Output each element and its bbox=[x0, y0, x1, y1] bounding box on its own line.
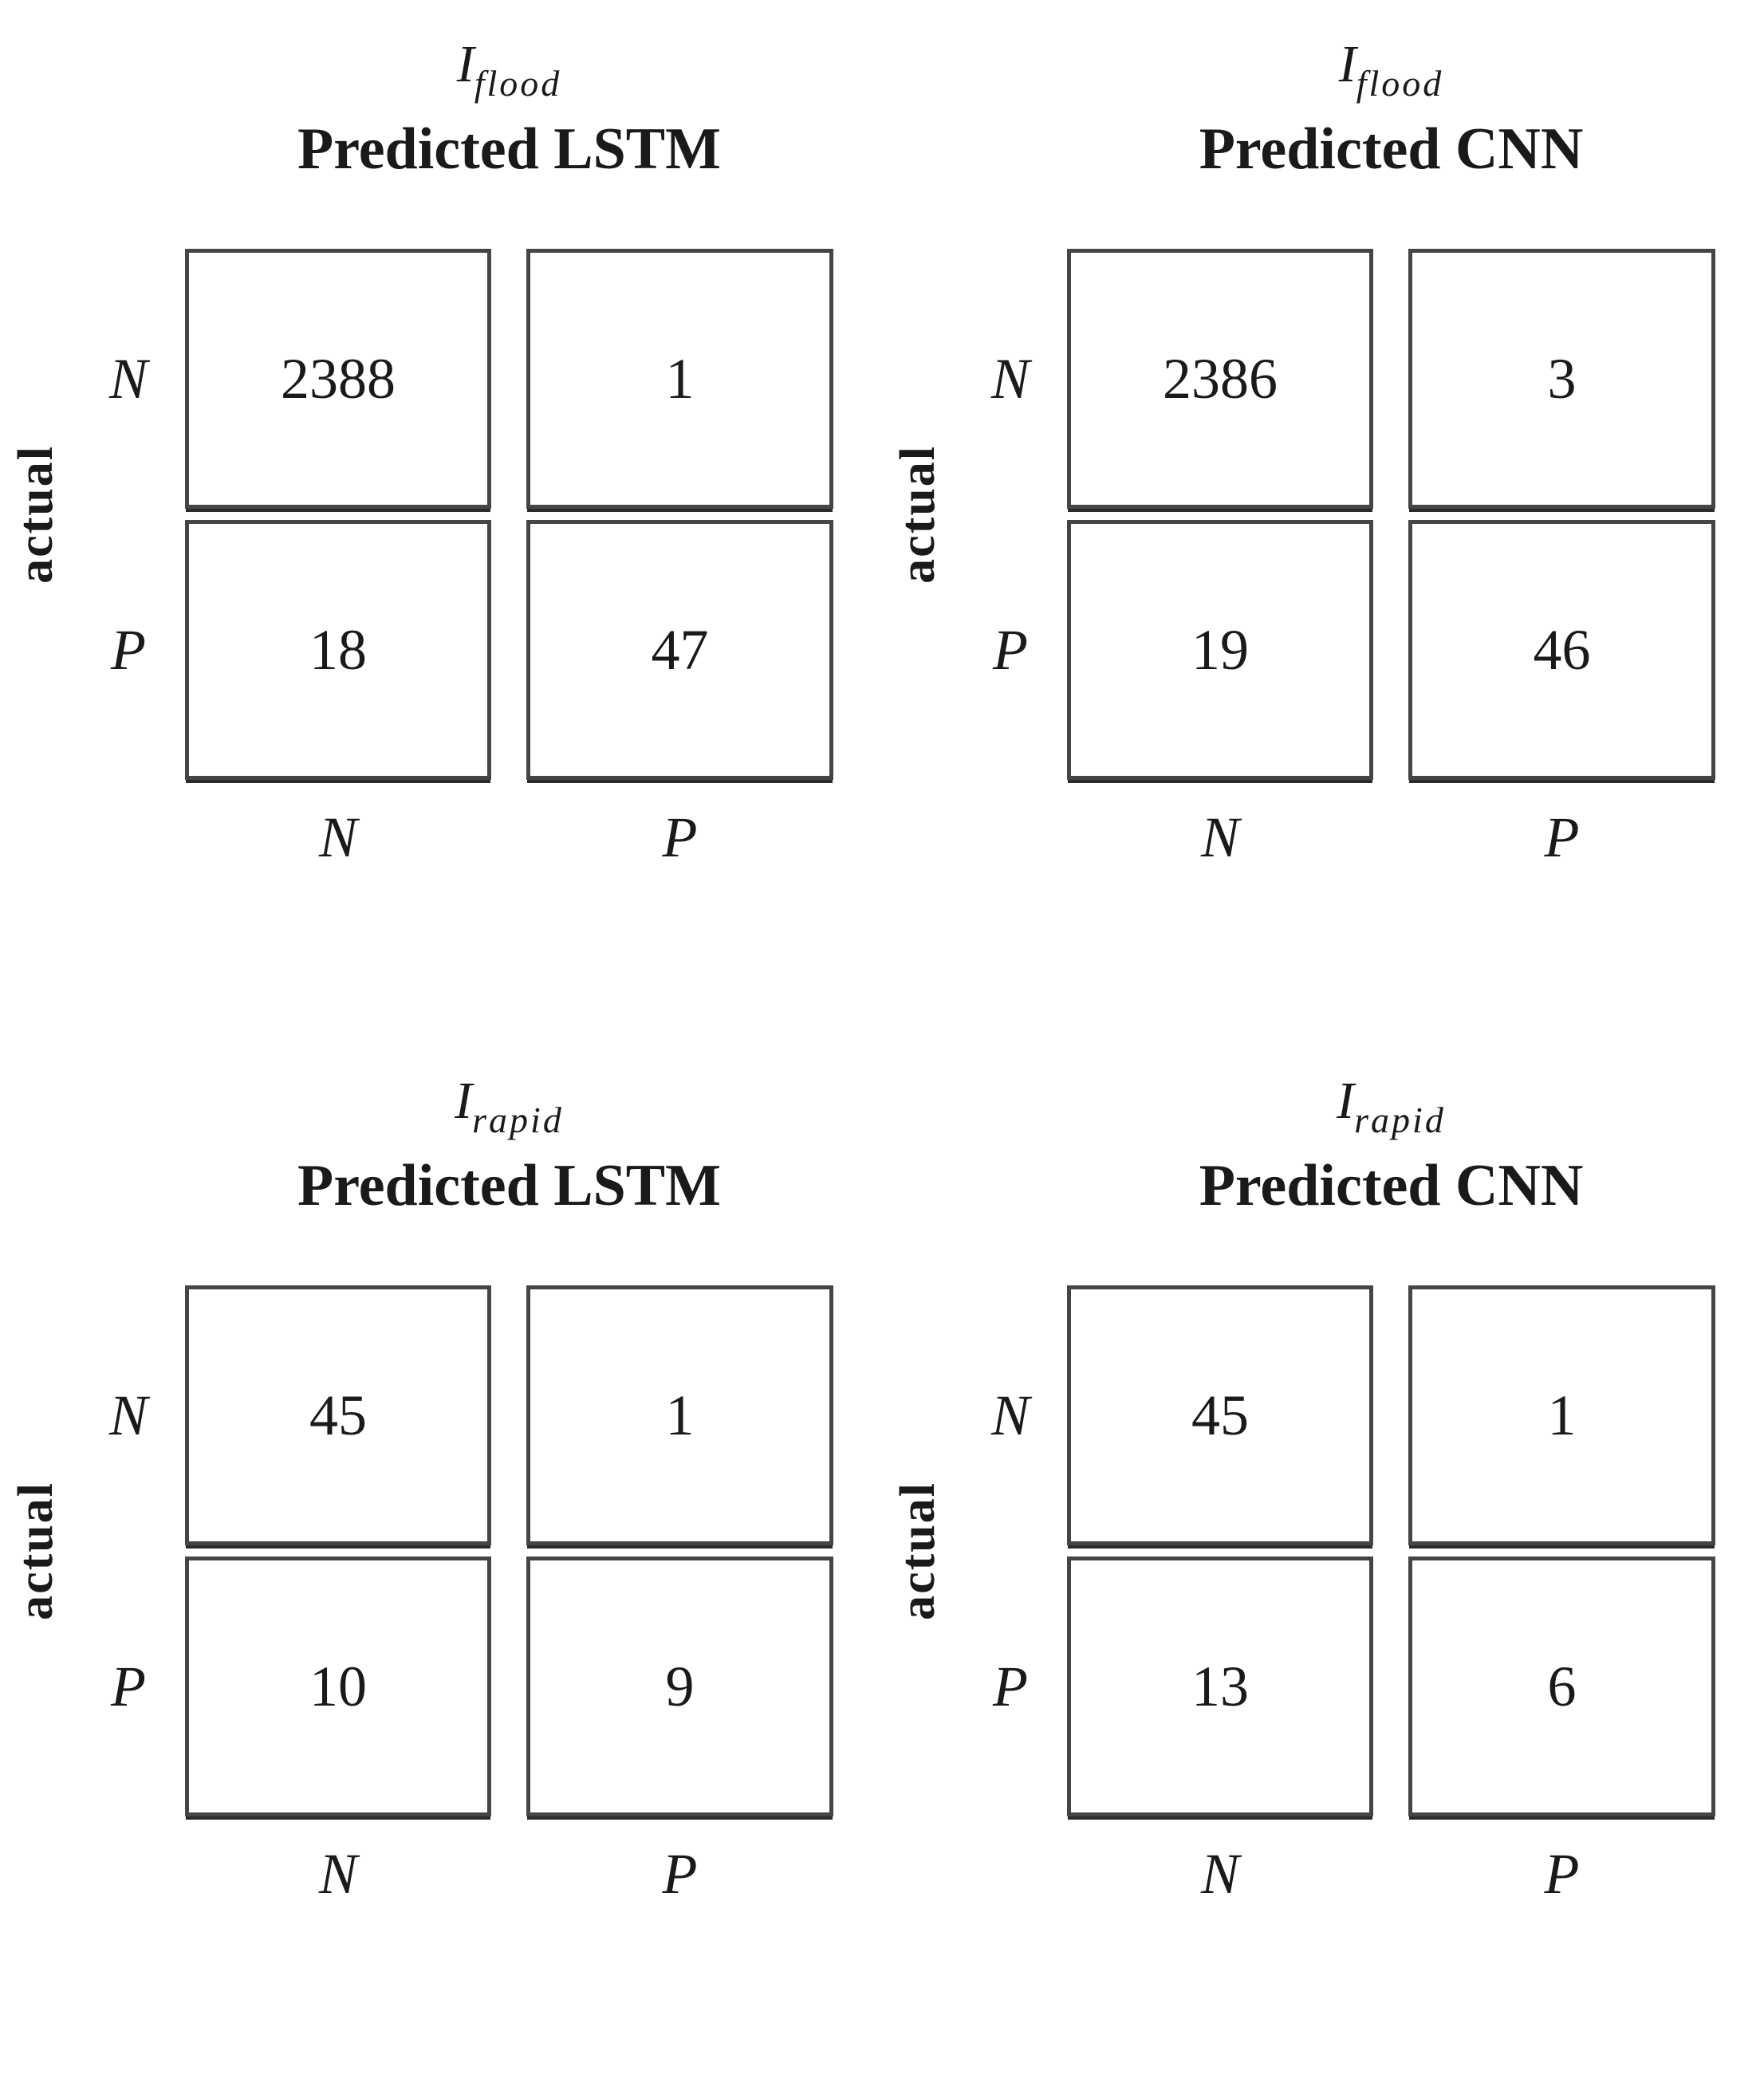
panel-flood-cnn: Iflood Predicted CNN actual N P 2386 3 1… bbox=[882, 0, 1764, 1037]
col-label-negative: N bbox=[1200, 805, 1240, 869]
cell-false-negative: 13 bbox=[1067, 1556, 1373, 1816]
predicted-model-title: Predicted LSTM bbox=[297, 1153, 721, 1218]
dataset-symbol: I bbox=[456, 35, 474, 93]
cell-false-negative: 19 bbox=[1067, 520, 1373, 780]
cell-value: 13 bbox=[1191, 1654, 1249, 1718]
col-label-positive: P bbox=[1544, 805, 1580, 869]
cell-value: 6 bbox=[1547, 1654, 1577, 1718]
cell-true-positive: 46 bbox=[1408, 520, 1715, 780]
cell-value: 9 bbox=[665, 1654, 695, 1718]
row-label-negative: N bbox=[990, 1383, 1030, 1447]
col-label-negative: N bbox=[318, 1842, 358, 1906]
cell-value: 46 bbox=[1533, 617, 1591, 682]
cell-true-positive: 6 bbox=[1408, 1556, 1715, 1816]
panel-rapid-lstm: Irapid Predicted LSTM actual N P 45 1 10… bbox=[0, 1037, 882, 2074]
dataset-title: Irapid bbox=[1067, 1075, 1715, 1139]
dataset-subscript: flood bbox=[1356, 63, 1444, 104]
row-label-positive: P bbox=[111, 1654, 146, 1718]
cell-value: 1 bbox=[1547, 1383, 1577, 1447]
row-label-positive: P bbox=[993, 1654, 1028, 1718]
dataset-symbol: I bbox=[1338, 35, 1356, 93]
cell-value: 2386 bbox=[1163, 346, 1278, 411]
dataset-title: Iflood bbox=[185, 38, 833, 102]
dataset-subscript: flood bbox=[474, 63, 562, 104]
dataset-symbol: I bbox=[455, 1072, 473, 1130]
predicted-model-title: Predicted CNN bbox=[1199, 1153, 1584, 1218]
cell-false-positive: 3 bbox=[1408, 249, 1715, 509]
dataset-subscript: rapid bbox=[1354, 1100, 1446, 1140]
cell-false-positive: 1 bbox=[526, 249, 833, 509]
col-label-positive: P bbox=[662, 805, 698, 869]
cell-value: 45 bbox=[1191, 1383, 1249, 1447]
predicted-model-title: Predicted CNN bbox=[1199, 116, 1584, 182]
cell-value: 1 bbox=[665, 346, 695, 411]
row-label-negative: N bbox=[990, 346, 1030, 411]
col-label-positive: P bbox=[1544, 1842, 1580, 1906]
row-label-positive: P bbox=[993, 617, 1028, 682]
cell-value: 47 bbox=[651, 617, 709, 682]
actual-axis-label: actual bbox=[8, 445, 63, 584]
actual-axis-label: actual bbox=[890, 445, 945, 584]
dataset-title: Irapid bbox=[185, 1075, 833, 1139]
dataset-symbol: I bbox=[1337, 1072, 1355, 1130]
cell-value: 45 bbox=[309, 1383, 367, 1447]
row-label-positive: P bbox=[111, 617, 146, 682]
cell-value: 18 bbox=[309, 617, 367, 682]
cell-true-negative: 45 bbox=[185, 1285, 491, 1545]
predicted-model-title: Predicted LSTM bbox=[297, 116, 721, 182]
cell-false-negative: 18 bbox=[185, 520, 491, 780]
cell-value: 2388 bbox=[281, 346, 396, 411]
cell-false-negative: 10 bbox=[185, 1556, 491, 1816]
panel-flood-lstm: Iflood Predicted LSTM actual N P 2388 1 … bbox=[0, 0, 882, 1037]
cell-true-positive: 47 bbox=[526, 520, 833, 780]
panel-rapid-cnn: Irapid Predicted CNN actual N P 45 1 13 … bbox=[882, 1037, 1764, 2074]
col-label-negative: N bbox=[1200, 1842, 1240, 1906]
actual-axis-label: actual bbox=[890, 1482, 945, 1620]
dataset-subscript: rapid bbox=[472, 1100, 564, 1140]
dataset-title: Iflood bbox=[1067, 38, 1715, 102]
cell-value: 1 bbox=[665, 1383, 695, 1447]
row-label-negative: N bbox=[108, 346, 148, 411]
col-label-positive: P bbox=[662, 1842, 698, 1906]
cell-true-negative: 45 bbox=[1067, 1285, 1373, 1545]
cell-true-positive: 9 bbox=[526, 1556, 833, 1816]
cell-true-negative: 2388 bbox=[185, 249, 491, 509]
cell-value: 3 bbox=[1547, 346, 1577, 411]
cell-true-negative: 2386 bbox=[1067, 249, 1373, 509]
cell-false-positive: 1 bbox=[526, 1285, 833, 1545]
cell-false-positive: 1 bbox=[1408, 1285, 1715, 1545]
row-label-negative: N bbox=[108, 1383, 148, 1447]
cell-value: 10 bbox=[309, 1654, 367, 1718]
actual-axis-label: actual bbox=[8, 1482, 63, 1620]
col-label-negative: N bbox=[318, 805, 358, 869]
cell-value: 19 bbox=[1191, 617, 1249, 682]
